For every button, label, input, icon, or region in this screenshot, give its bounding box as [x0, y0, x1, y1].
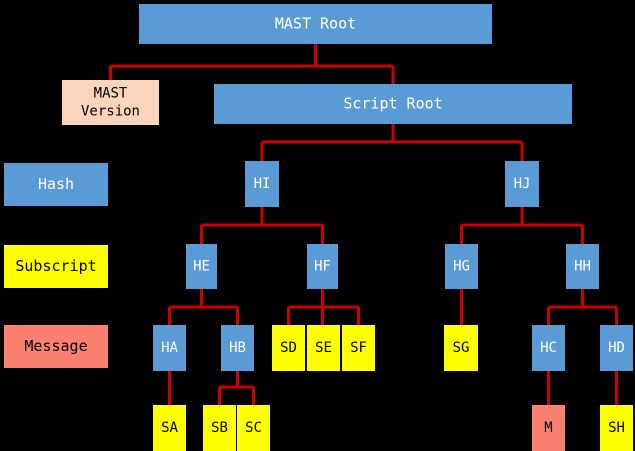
- node-sf-box[interactable]: [342, 325, 375, 371]
- edge-hj-children: [460, 207, 584, 244]
- node-hb-box[interactable]: [221, 325, 254, 371]
- node-ha-label: HA: [161, 340, 178, 356]
- legend-hash[interactable]: Hash: [4, 163, 108, 206]
- legend-message[interactable]: Message: [4, 325, 108, 368]
- node-hd-label: HD: [608, 340, 625, 356]
- legend-subscript-box[interactable]: [4, 245, 108, 288]
- node-mast-root-box[interactable]: [139, 4, 492, 44]
- node-hh-label: HH: [574, 259, 591, 275]
- node-hf[interactable]: HF: [307, 244, 338, 289]
- node-mast-root[interactable]: MAST Root: [139, 4, 492, 44]
- node-m-label: M: [544, 420, 552, 436]
- node-mast-version-label: Version: [81, 104, 140, 120]
- node-sg[interactable]: SG: [444, 325, 478, 371]
- node-sb-label: SB: [211, 420, 228, 436]
- node-he[interactable]: HE: [186, 244, 217, 289]
- node-se-label: SE: [315, 340, 332, 356]
- legend-hash-box[interactable]: [4, 163, 108, 206]
- node-he-label: HE: [193, 259, 210, 275]
- node-hi-label: HI: [254, 176, 271, 192]
- node-ha-box[interactable]: [153, 325, 186, 371]
- node-hc-box[interactable]: [532, 325, 565, 371]
- edge-he-children: [168, 289, 239, 325]
- node-ha[interactable]: HA: [153, 325, 186, 371]
- node-sg-box[interactable]: [444, 325, 478, 371]
- edges-layer: [109, 44, 618, 405]
- legend-message-label: Message: [24, 337, 87, 355]
- node-sb-box[interactable]: [203, 405, 236, 451]
- node-hi[interactable]: HI: [245, 161, 279, 207]
- node-hf-label: HF: [314, 259, 331, 275]
- node-se-box[interactable]: [307, 325, 340, 371]
- node-sh-box[interactable]: [600, 405, 633, 451]
- node-hg-box[interactable]: [445, 244, 478, 289]
- legend-message-box[interactable]: [4, 325, 108, 368]
- node-hj-label: HJ: [514, 176, 531, 192]
- node-mast-version-box[interactable]: [62, 80, 159, 125]
- edge-hi-children: [200, 207, 324, 244]
- node-sa-box[interactable]: [153, 405, 186, 451]
- node-hb[interactable]: HB: [221, 325, 254, 371]
- node-sf-label: SF: [350, 340, 367, 356]
- node-he-box[interactable]: [186, 244, 217, 289]
- node-sc[interactable]: SC: [237, 405, 270, 451]
- node-sh[interactable]: SH: [600, 405, 633, 451]
- node-script-root-label: Script Root: [343, 95, 442, 113]
- node-hf-box[interactable]: [307, 244, 338, 289]
- node-hh[interactable]: HH: [566, 244, 599, 289]
- node-sd[interactable]: SD: [272, 325, 305, 371]
- node-sa[interactable]: SA: [153, 405, 186, 451]
- node-sh-label: SH: [608, 420, 625, 436]
- node-sc-label: SC: [245, 420, 262, 436]
- node-hj-box[interactable]: [505, 161, 539, 207]
- node-hc[interactable]: HC: [532, 325, 565, 371]
- node-hb-label: HB: [229, 340, 246, 356]
- node-hh-box[interactable]: [566, 244, 599, 289]
- node-hd-box[interactable]: [600, 325, 633, 371]
- node-hj[interactable]: HJ: [505, 161, 539, 207]
- node-hc-label: HC: [540, 340, 557, 356]
- node-sc-box[interactable]: [237, 405, 270, 451]
- edge-mastroot-children: [109, 44, 395, 84]
- node-se[interactable]: SE: [307, 325, 340, 371]
- node-hd[interactable]: HD: [600, 325, 633, 371]
- node-script-root-box[interactable]: [214, 84, 572, 124]
- edge-scriptroot-children: [260, 124, 524, 161]
- legend-hash-label: Hash: [38, 175, 74, 193]
- edge-hb-children: [218, 371, 255, 405]
- node-script-root[interactable]: Script Root: [214, 84, 572, 124]
- edge-hf-children: [287, 289, 360, 325]
- node-mast-root-label: MAST Root: [275, 15, 356, 33]
- legend-subscript[interactable]: Subscript: [4, 245, 108, 288]
- node-sd-box[interactable]: [272, 325, 305, 371]
- edge-hh-children: [547, 289, 618, 325]
- node-sd-label: SD: [280, 340, 297, 356]
- node-mast-version[interactable]: MAST Version: [62, 80, 159, 125]
- node-hi-box[interactable]: [245, 161, 279, 207]
- node-sb[interactable]: SB: [203, 405, 236, 451]
- node-sf[interactable]: SF: [342, 325, 375, 371]
- node-m[interactable]: M: [532, 405, 565, 451]
- legend-subscript-label: Subscript: [15, 257, 96, 275]
- node-sg-label: SG: [453, 340, 470, 356]
- node-mast-version-label: MAST: [94, 86, 128, 102]
- node-m-box[interactable]: [532, 405, 565, 451]
- node-hg[interactable]: HG: [445, 244, 478, 289]
- node-hg-label: HG: [453, 259, 470, 275]
- node-sa-label: SA: [161, 420, 178, 436]
